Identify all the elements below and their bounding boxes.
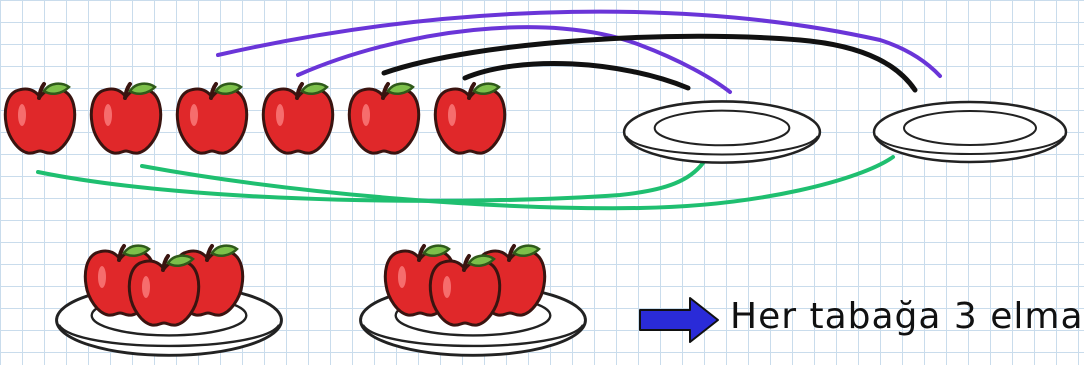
apple-icon [263,84,332,154]
black-curve-apple5-to-plate2 [381,33,918,93]
purple-curve-apple1-to-plate2 [216,9,942,78]
apple-icon [349,84,418,154]
green-curve-apple1-to-plate1 [36,161,705,203]
apple-icon [129,256,198,326]
plate-icon [872,100,1068,164]
purple-curve-apple4-to-plate1 [296,25,732,94]
apple-icon [91,84,160,154]
filled-plate [358,246,588,358]
apple-icon [177,84,246,154]
apple-icon [435,84,504,154]
arrow-right-icon [639,297,719,343]
plate-icon [622,100,822,164]
filled-plate [54,246,284,358]
apple-icon [430,256,499,326]
green-curve-apple2-to-plate2 [140,155,895,211]
statement-text: Her tabağa 3 elma [730,296,1084,337]
black-curve-apple6-to-plate1 [462,60,691,91]
apple-icon [5,84,74,154]
